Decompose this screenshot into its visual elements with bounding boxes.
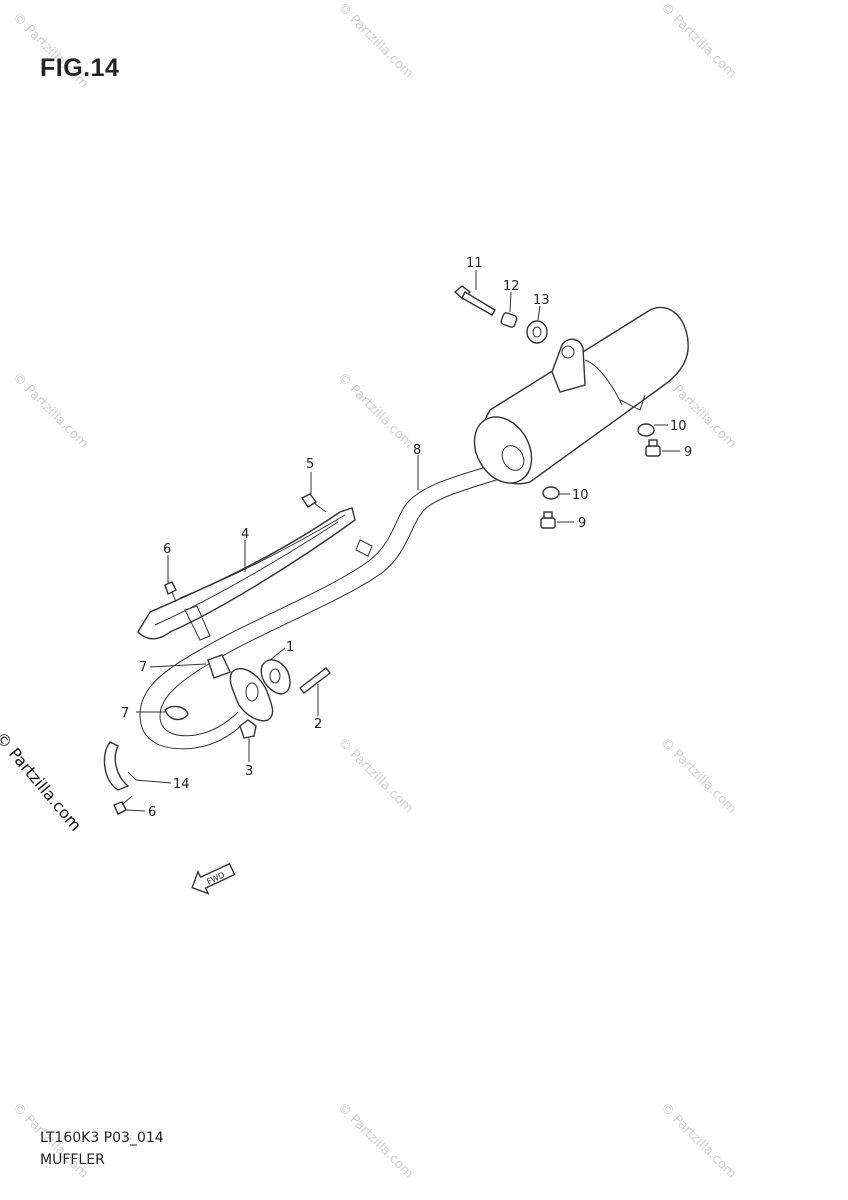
gasket-10-upper <box>637 423 655 437</box>
callout-5: 5 <box>306 457 314 472</box>
clamp-band-14 <box>103 741 137 791</box>
flange <box>229 667 274 722</box>
gasket-1 <box>260 659 291 695</box>
bolt-5 <box>300 493 327 513</box>
bolt-6-upper <box>164 581 177 603</box>
figure-title: FIG.14 <box>40 54 120 82</box>
muffler <box>473 306 689 485</box>
callout-2: 2 <box>314 717 322 732</box>
plug-9-upper <box>645 439 661 457</box>
callout-14: 14 <box>173 777 190 792</box>
callout-7-lower: 7 <box>121 706 129 721</box>
exhaust-pipe <box>139 457 521 750</box>
bolt-11 <box>453 285 496 316</box>
collar-12 <box>500 312 518 328</box>
stud-2 <box>299 667 331 694</box>
bolt-6-lower <box>113 795 133 815</box>
callout-3: 3 <box>245 764 253 779</box>
nut-3 <box>239 719 257 739</box>
callout-12: 12 <box>503 279 520 294</box>
footer-name: MUFFLER <box>40 1152 105 1168</box>
clamp-7-lower <box>164 705 189 721</box>
callout-6-lower: 6 <box>148 805 156 820</box>
callout-4: 4 <box>241 527 249 542</box>
callout-1: 1 <box>286 640 294 655</box>
forward-arrow-icon: FWD <box>191 862 236 895</box>
callout-11: 11 <box>466 256 483 271</box>
gasket-10-lower <box>542 486 560 500</box>
heat-shield <box>137 507 373 641</box>
callout-7-upper: 7 <box>139 660 147 675</box>
footer-code: LT160K3 P03_014 <box>40 1130 164 1146</box>
callout-10-lower: 10 <box>572 488 589 503</box>
callout-8: 8 <box>413 443 421 458</box>
grommet-13 <box>526 320 548 344</box>
callout-10-upper: 10 <box>670 419 687 434</box>
clamp-7-upper <box>207 654 231 679</box>
callout-9-lower: 9 <box>578 516 586 531</box>
plug-9-lower <box>540 511 556 529</box>
leader-lines <box>125 270 680 812</box>
callout-13: 13 <box>533 293 550 308</box>
callout-9-upper: 9 <box>684 445 692 460</box>
callout-6-upper: 6 <box>163 542 171 557</box>
